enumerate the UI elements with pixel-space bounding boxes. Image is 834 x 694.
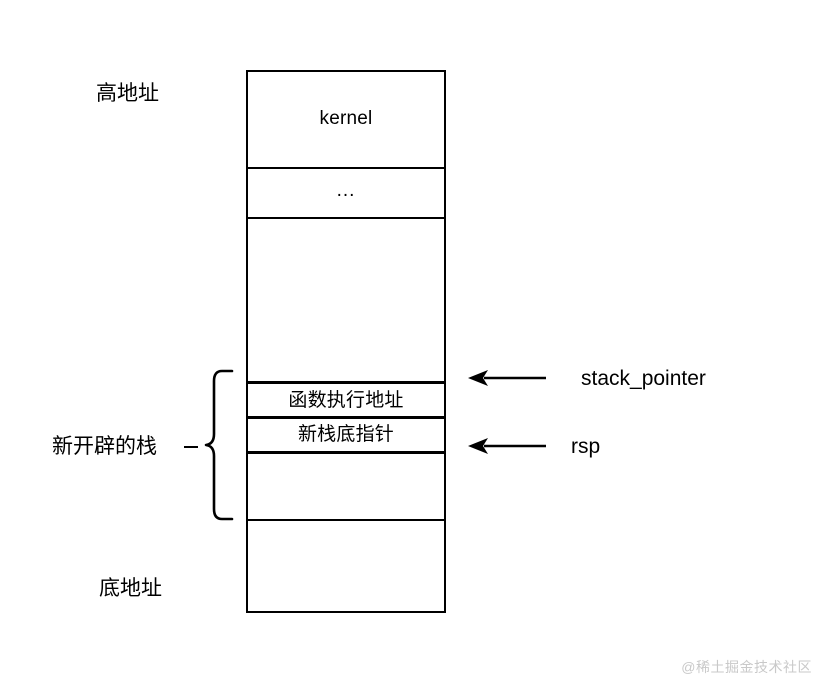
memory-cell-ellipsis: ... (248, 169, 444, 219)
brace-connector-dash (184, 446, 198, 448)
pointer-label-rsp: rsp (571, 435, 601, 458)
curly-brace-icon (198, 368, 238, 522)
memory-cell-gap-bottom (248, 521, 444, 615)
label-high-address: 高地址 (96, 82, 159, 105)
memory-cell-return-address: 函数执行地址 (248, 381, 444, 419)
watermark: @稀土掘金技术社区 (681, 659, 812, 675)
label-new-stack: 新开辟的栈 (52, 435, 157, 458)
memory-cell-ellipsis-label: ... (336, 179, 356, 201)
arrow-left-rsp-icon (466, 435, 548, 457)
memory-cell-gap-lower (248, 452, 444, 521)
memory-cell-return-address-label: 函数执行地址 (288, 389, 404, 411)
memory-layout-box: kernel ... 函数执行地址 新栈底指针 (246, 70, 446, 613)
label-low-address: 底地址 (99, 577, 162, 600)
memory-cell-gap-upper (248, 219, 444, 383)
pointer-label-stack-pointer: stack_pointer (581, 367, 706, 390)
arrow-left-stack-pointer-icon (466, 367, 548, 389)
memory-cell-new-base-pointer-label: 新栈底指针 (297, 423, 394, 445)
memory-cell-new-base-pointer: 新栈底指针 (248, 417, 444, 454)
memory-cell-kernel-label: kernel (319, 108, 373, 129)
memory-cell-kernel: kernel (248, 70, 444, 169)
